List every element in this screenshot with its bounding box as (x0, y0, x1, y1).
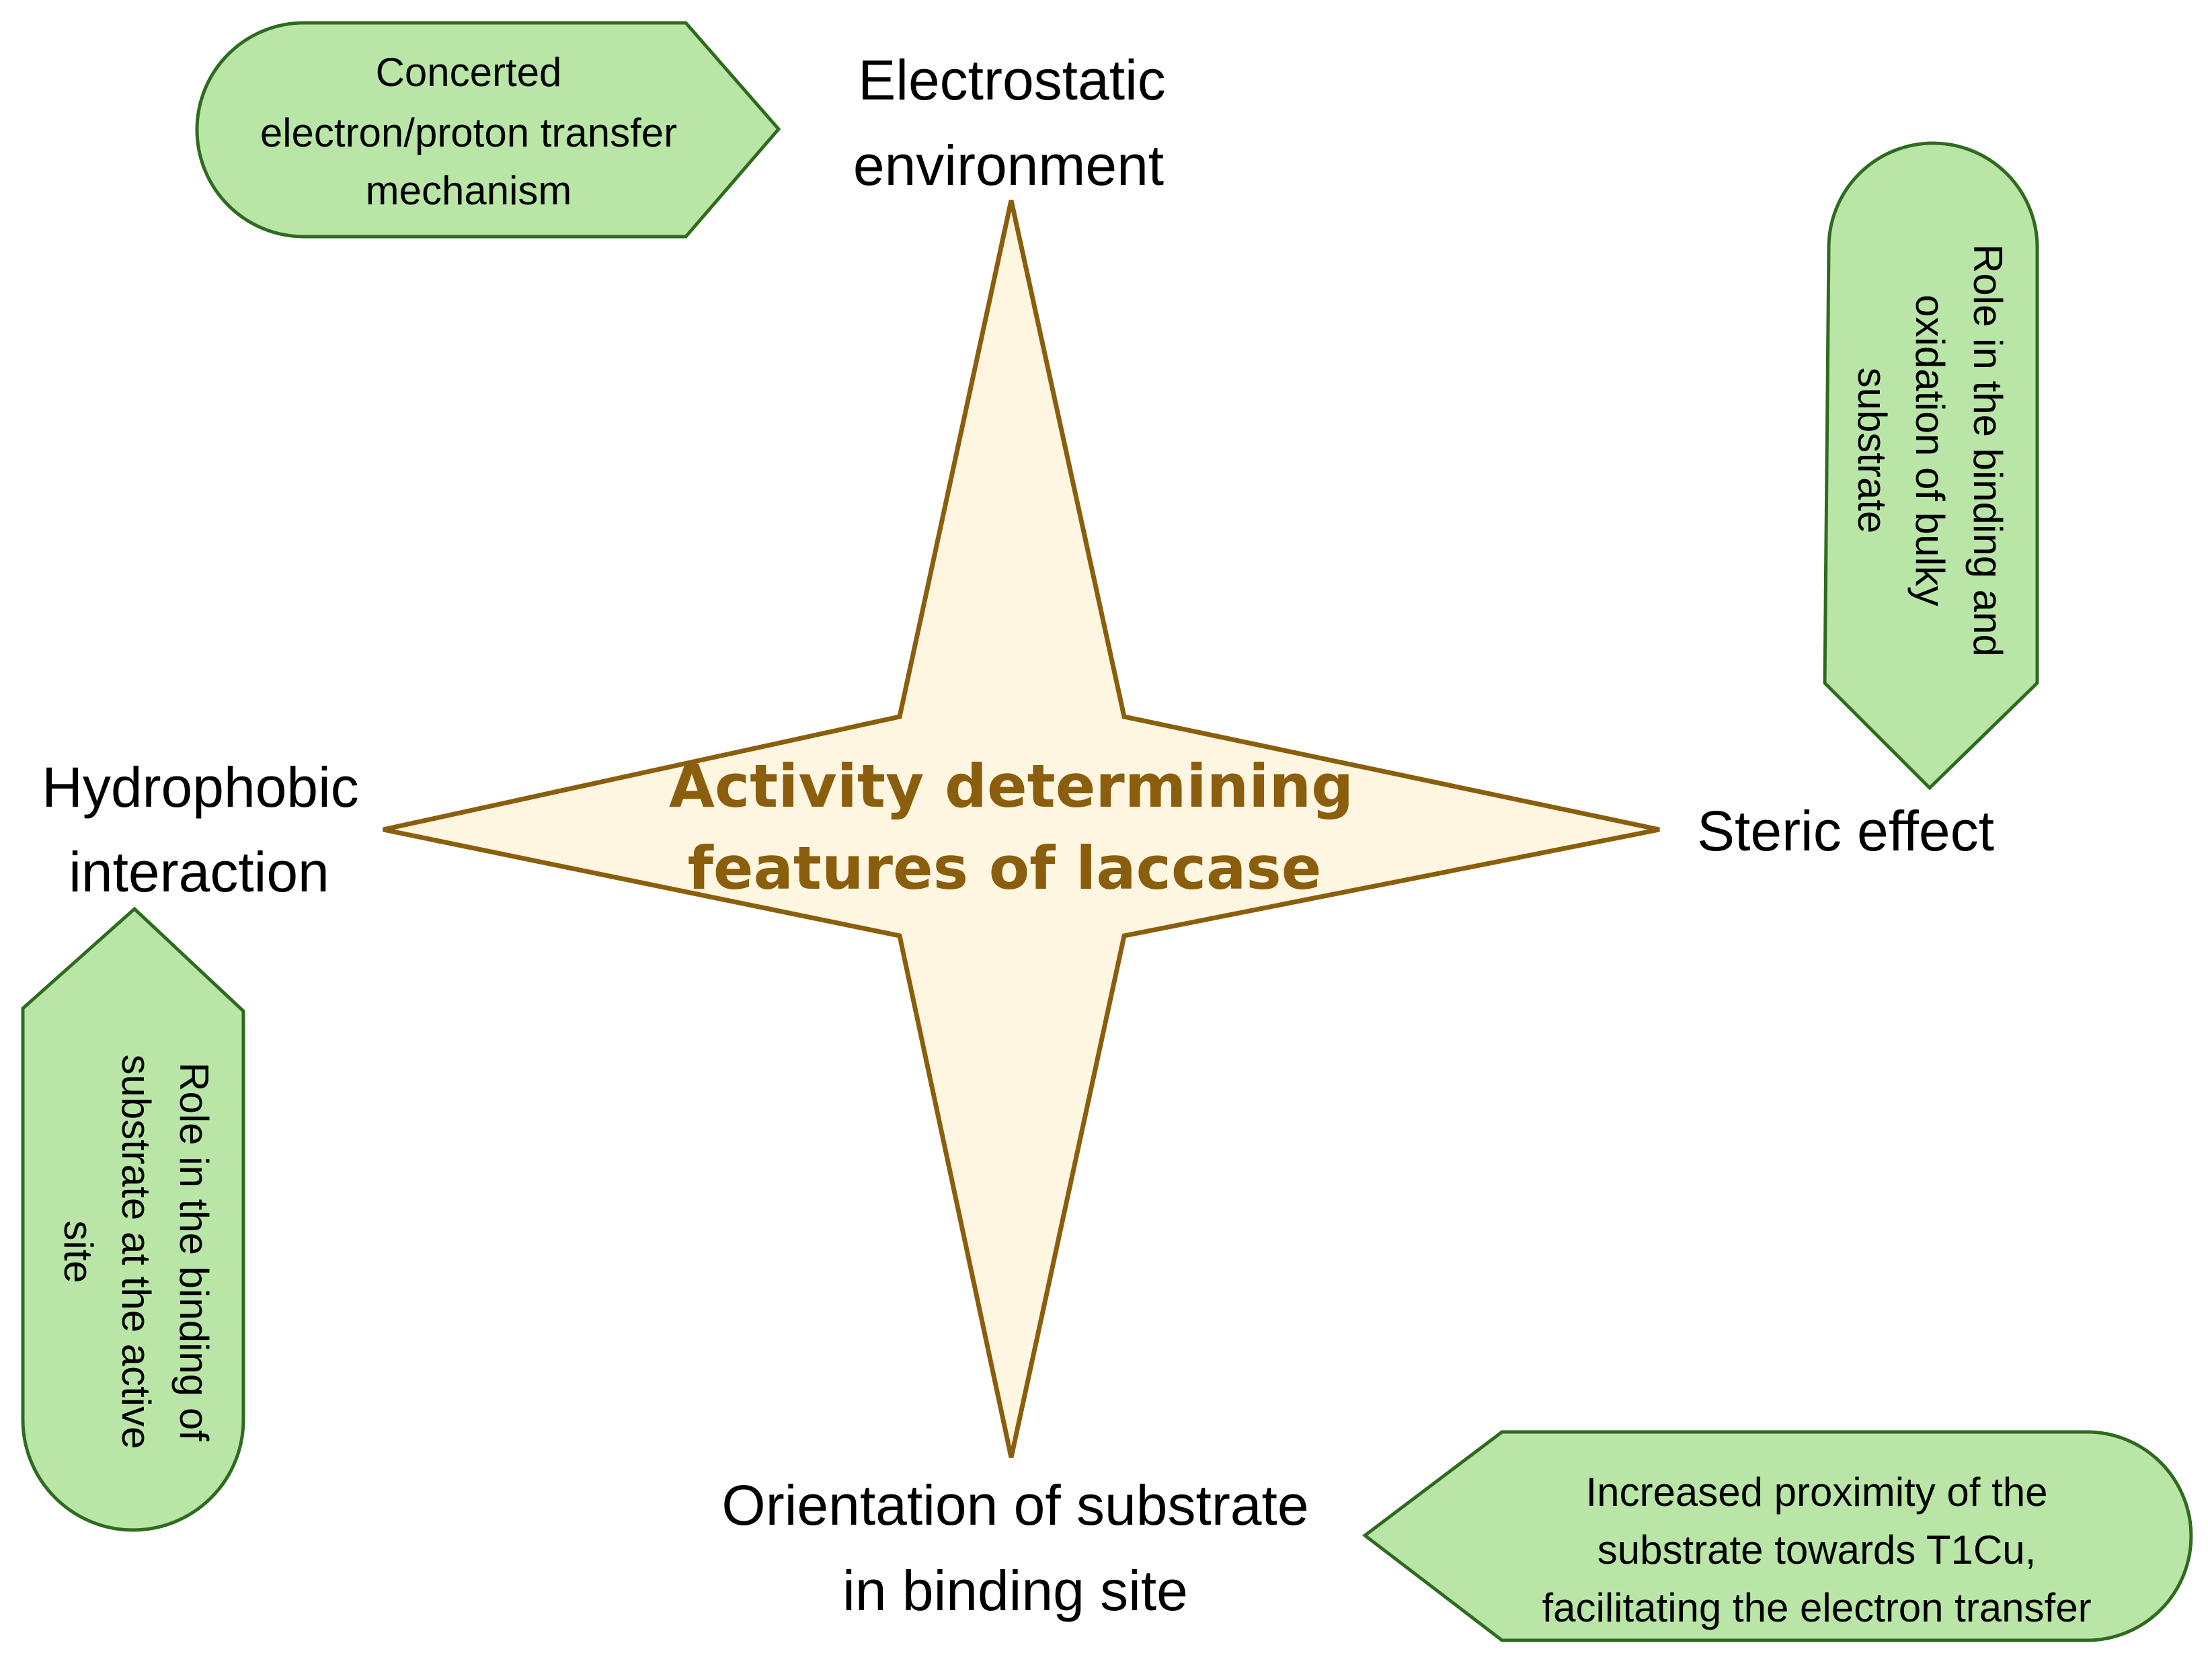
center-title-line1: Activity determining (669, 752, 1353, 821)
callout-left-line2: substrate at the active (114, 1055, 159, 1449)
callout-right-line1: Role in the binding and (1965, 244, 2010, 657)
callout-bottom-shape (1362, 1430, 2193, 1642)
callout-left-line3: site (56, 1220, 101, 1283)
callout-left-line1: Role in the binding of (171, 1062, 216, 1441)
feature-left-line1: Hydrophobic (42, 756, 359, 819)
callout-bottom-line2: substrate towards T1Cu, (1598, 1527, 2037, 1572)
feature-top-line1: Electrostatic (858, 48, 1166, 112)
feature-left-line2: interaction (69, 840, 329, 904)
callout-bottom-line3: facilitating the electron transfer (1542, 1585, 2091, 1630)
feature-top-line2: environment (853, 134, 1164, 197)
feature-right-line1: Steric effect (1697, 799, 1994, 863)
feature-bottom-line1: Orientation of substrate (721, 1474, 1308, 1537)
callout-right-line3: substrate (1850, 368, 1895, 534)
center-star (383, 200, 1660, 1458)
callout-right-shape (1823, 141, 2039, 791)
callout-right-line2: oxidation of bulky (1907, 294, 1953, 606)
callout-top-line1: Concerted (376, 50, 562, 95)
feature-bottom-line2: in binding site (842, 1559, 1188, 1622)
callout-bottom-line1: Increased proximity of the (1586, 1470, 2048, 1515)
callout-top-line3: mechanism (366, 168, 572, 213)
center-title-line2: features of laccase (688, 834, 1322, 903)
callout-top-shape (195, 21, 781, 239)
callout-top-line2: electron/proton transfer (260, 110, 677, 155)
callout-left-shape (21, 906, 245, 1532)
